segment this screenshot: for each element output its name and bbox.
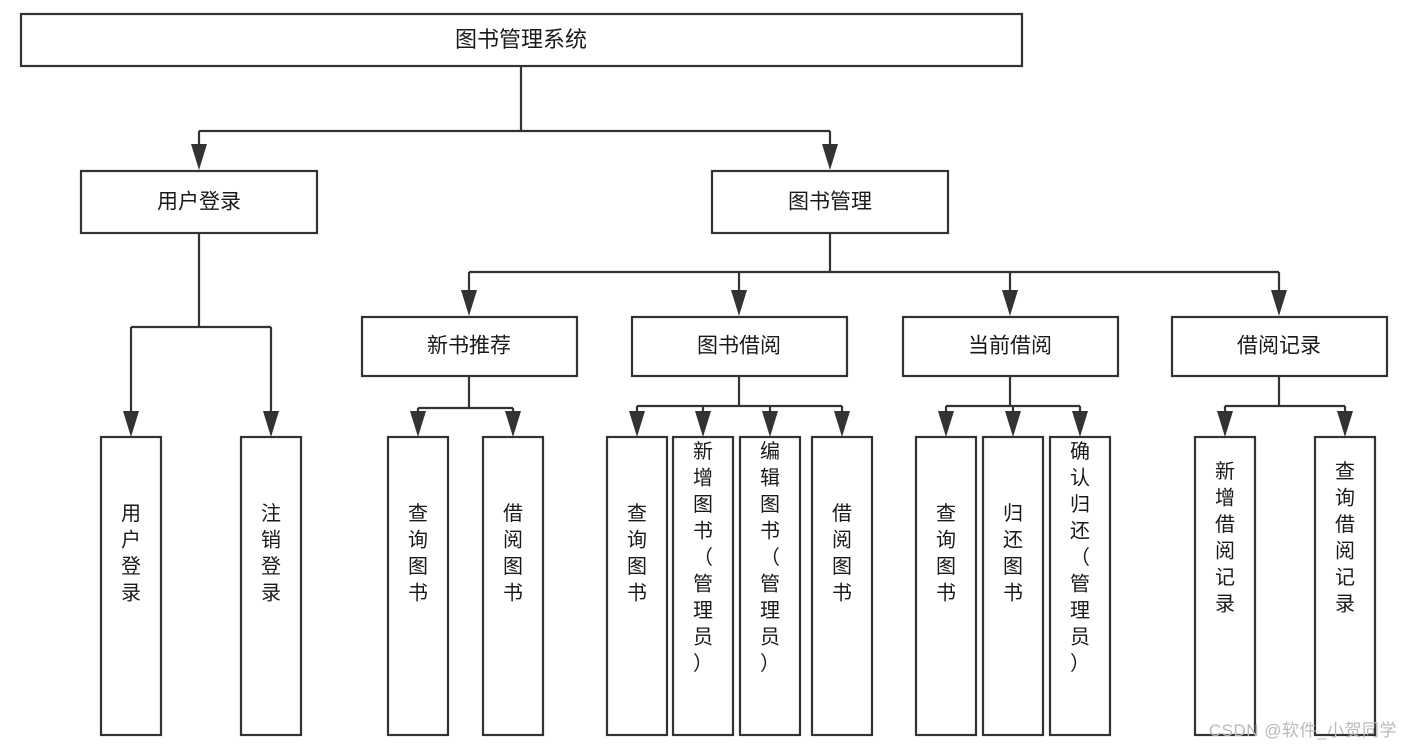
node-new-book-recommend[interactable]: 新书推荐: [360, 315, 579, 378]
leaf-logout-label: 注销登录: [261, 502, 281, 605]
leaf-borrow-book-box: [810, 435, 874, 737]
borrow-record-label: 借阅记录: [1237, 335, 1321, 358]
leaf-recommend-query-book-box: [386, 435, 450, 737]
leaf-node-current-query-book[interactable]: 查询图书: [914, 435, 978, 737]
arrow-to-book-borrow: [731, 290, 747, 316]
leaf-recommend-borrow-book-label: 借阅图书: [503, 502, 523, 605]
arrow-to-leaf-add-book: [695, 411, 711, 437]
connector-new-book-recommend-to-leaves: [416, 376, 515, 414]
leaf-add-book-label: 新增图书（管理员）: [693, 440, 713, 675]
arrow-to-leaf-logout: [263, 411, 279, 437]
leaf-current-query-book-label: 查询图书: [936, 502, 956, 605]
borrow-record-box: [1170, 315, 1389, 378]
arrow-to-leaf-return-book: [1005, 411, 1021, 437]
arrow-to-borrow-record: [1271, 290, 1287, 316]
book-management-label: 图书管理: [788, 191, 872, 214]
book-management-box: [710, 169, 950, 235]
arrow-to-current-borrow: [1002, 290, 1018, 316]
leaf-confirm-return-label: 确认归还（管理员）: [1070, 440, 1090, 675]
leaf-recommend-borrow-book-box: [481, 435, 545, 737]
leaf-user-login-box: [99, 435, 163, 737]
new-book-recommend-label: 新书推荐: [427, 335, 511, 358]
leaf-node-recommend-query-book[interactable]: 查询图书: [386, 435, 450, 737]
leaf-user-login-label: 用户登录: [121, 503, 141, 605]
leaf-node-edit-book[interactable]: 编辑图书（管理员）: [738, 435, 802, 737]
node-user-login[interactable]: 用户登录: [79, 169, 319, 235]
leaf-borrow-book-label: 借阅图书: [832, 502, 852, 605]
connector-layer: [123, 66, 1353, 437]
arrow-to-leaf-borrow-book: [834, 411, 850, 437]
leaf-edit-book-label: 编辑图书（管理员）: [760, 440, 780, 675]
arrow-to-leaf-borrow-book-recommend: [505, 411, 521, 437]
current-borrow-box: [901, 315, 1120, 378]
arrow-to-leaf-query-book-recommend: [410, 411, 426, 437]
leaf-current-query-book-box: [914, 435, 978, 737]
root-label: 图书管理系统: [455, 27, 587, 52]
leaf-node-add-book[interactable]: 新增图书（管理员）: [671, 435, 735, 737]
leaf-borrow-query-book-label: 查询图书: [627, 502, 647, 605]
node-current-borrow[interactable]: 当前借阅: [901, 315, 1120, 378]
leaf-recommend-query-book-label: 查询图书: [408, 502, 428, 605]
leaf-return-book-label: 归还图书: [1003, 502, 1023, 605]
leaf-node-query-borrow-record[interactable]: 查询借阅记录: [1313, 435, 1377, 737]
leaf-node-borrow-book[interactable]: 借阅图书: [810, 435, 874, 737]
arrow-to-user-login: [191, 144, 207, 170]
arrow-to-new-book-recommend: [461, 290, 477, 316]
node-borrow-record[interactable]: 借阅记录: [1170, 315, 1389, 378]
arrow-to-leaf-query-record: [1337, 411, 1353, 437]
leaf-confirm-return-box: [1048, 435, 1112, 737]
node-book-management[interactable]: 图书管理: [710, 169, 950, 235]
node-book-borrow[interactable]: 图书借阅: [630, 315, 849, 378]
connector-book-borrow-to-leaves: [635, 376, 844, 414]
leaf-return-book-box: [981, 435, 1045, 737]
leaf-edit-book-box: [738, 435, 802, 737]
connector-root-to-level2: [197, 66, 832, 146]
arrow-to-leaf-edit-book: [762, 411, 778, 437]
arrow-to-leaf-add-record: [1217, 411, 1233, 437]
arrow-to-leaf-user-login: [123, 411, 139, 437]
leaf-add-borrow-record-box: [1193, 435, 1257, 737]
leaf-node-user-login[interactable]: 用户登录: [99, 435, 163, 737]
connector-book-management-to-level3: [467, 233, 1281, 292]
book-borrow-box: [630, 315, 849, 378]
leaf-node-return-book[interactable]: 归还图书: [981, 435, 1045, 737]
leaf-add-borrow-record-label: 新增借阅记录: [1215, 460, 1235, 616]
connector-borrow-record-to-leaves: [1223, 376, 1347, 414]
arrow-to-leaf-query-book-current: [938, 411, 954, 437]
leaf-query-borrow-record-box: [1313, 435, 1377, 737]
leaf-add-book-box: [671, 435, 735, 737]
connector-user-login-to-leaves: [129, 233, 273, 413]
leaf-query-borrow-record-label: 查询借阅记录: [1335, 460, 1355, 616]
leaf-node-logout[interactable]: 注销登录: [239, 435, 303, 737]
user-login-box: [79, 169, 319, 235]
leaf-node-confirm-return[interactable]: 确认归还（管理员）: [1048, 435, 1112, 737]
connector-current-borrow-to-leaves: [944, 376, 1082, 414]
arrow-to-leaf-confirm-return: [1072, 411, 1088, 437]
leaf-node-add-borrow-record[interactable]: 新增借阅记录: [1193, 435, 1257, 737]
leaf-node-borrow-query-book[interactable]: 查询图书: [605, 435, 669, 737]
watermark-text: CSDN @软件_小贺同学: [1208, 721, 1397, 740]
root-box: [19, 12, 1024, 68]
new-book-recommend-box: [360, 315, 579, 378]
book-borrow-label: 图书借阅: [697, 335, 781, 358]
leaf-node-recommend-borrow-book[interactable]: 借阅图书: [481, 435, 545, 737]
arrow-to-book-management: [822, 144, 838, 170]
leaf-logout-box: [239, 435, 303, 737]
leaf-borrow-query-book-box: [605, 435, 669, 737]
node-root-book-management-system[interactable]: 图书管理系统: [19, 12, 1024, 68]
current-borrow-label: 当前借阅: [968, 335, 1052, 358]
arrow-to-leaf-query-book-borrow: [629, 411, 645, 437]
user-login-label: 用户登录: [157, 191, 241, 214]
